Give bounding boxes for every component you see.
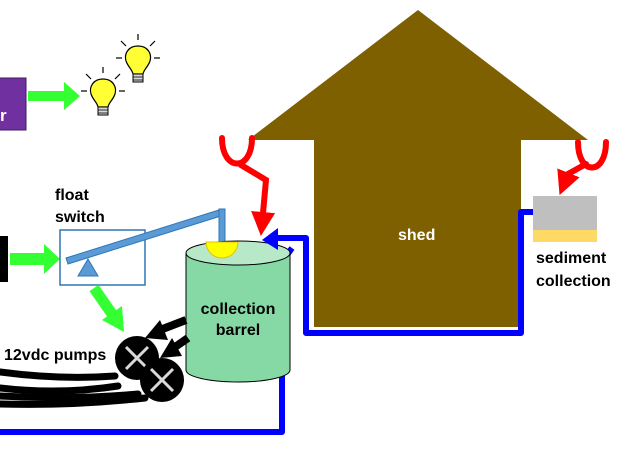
shed-label: shed <box>398 227 436 244</box>
sediment-box <box>533 196 597 242</box>
water-line-sediment-to-barrel <box>274 209 533 336</box>
left-black-bar <box>0 236 8 282</box>
pump-icon <box>140 358 184 402</box>
collection-barrel-label-line2: barrel <box>215 322 261 339</box>
purple-box <box>0 77 27 131</box>
barrel-to-pump-arrows <box>145 316 191 358</box>
green-arrow-to-bulbs <box>28 82 80 110</box>
light-bulb-icon <box>81 67 125 116</box>
purple-box-text: r <box>0 106 7 125</box>
sediment-label-line1: sediment <box>536 250 607 267</box>
float-ball <box>205 241 239 259</box>
gutter-downspout-icon <box>219 135 276 236</box>
float-switch-label-line2: switch <box>55 209 105 226</box>
float-switch-label-line1: float <box>55 187 89 204</box>
float-switch-box <box>59 229 146 286</box>
shed-shape <box>248 10 588 327</box>
gutter-downspout-icon <box>557 139 609 196</box>
float-lever <box>65 208 226 277</box>
green-arrow-to-float-switch <box>10 244 60 274</box>
sediment-label-line2: collection <box>536 273 611 290</box>
green-arrow-to-pumps <box>89 284 124 332</box>
light-bulb-icon <box>116 34 160 83</box>
collection-barrel-label-line1: collection <box>200 301 276 318</box>
pump-hoses <box>0 368 149 408</box>
pumps-label: 12vdc pumps <box>4 347 107 364</box>
